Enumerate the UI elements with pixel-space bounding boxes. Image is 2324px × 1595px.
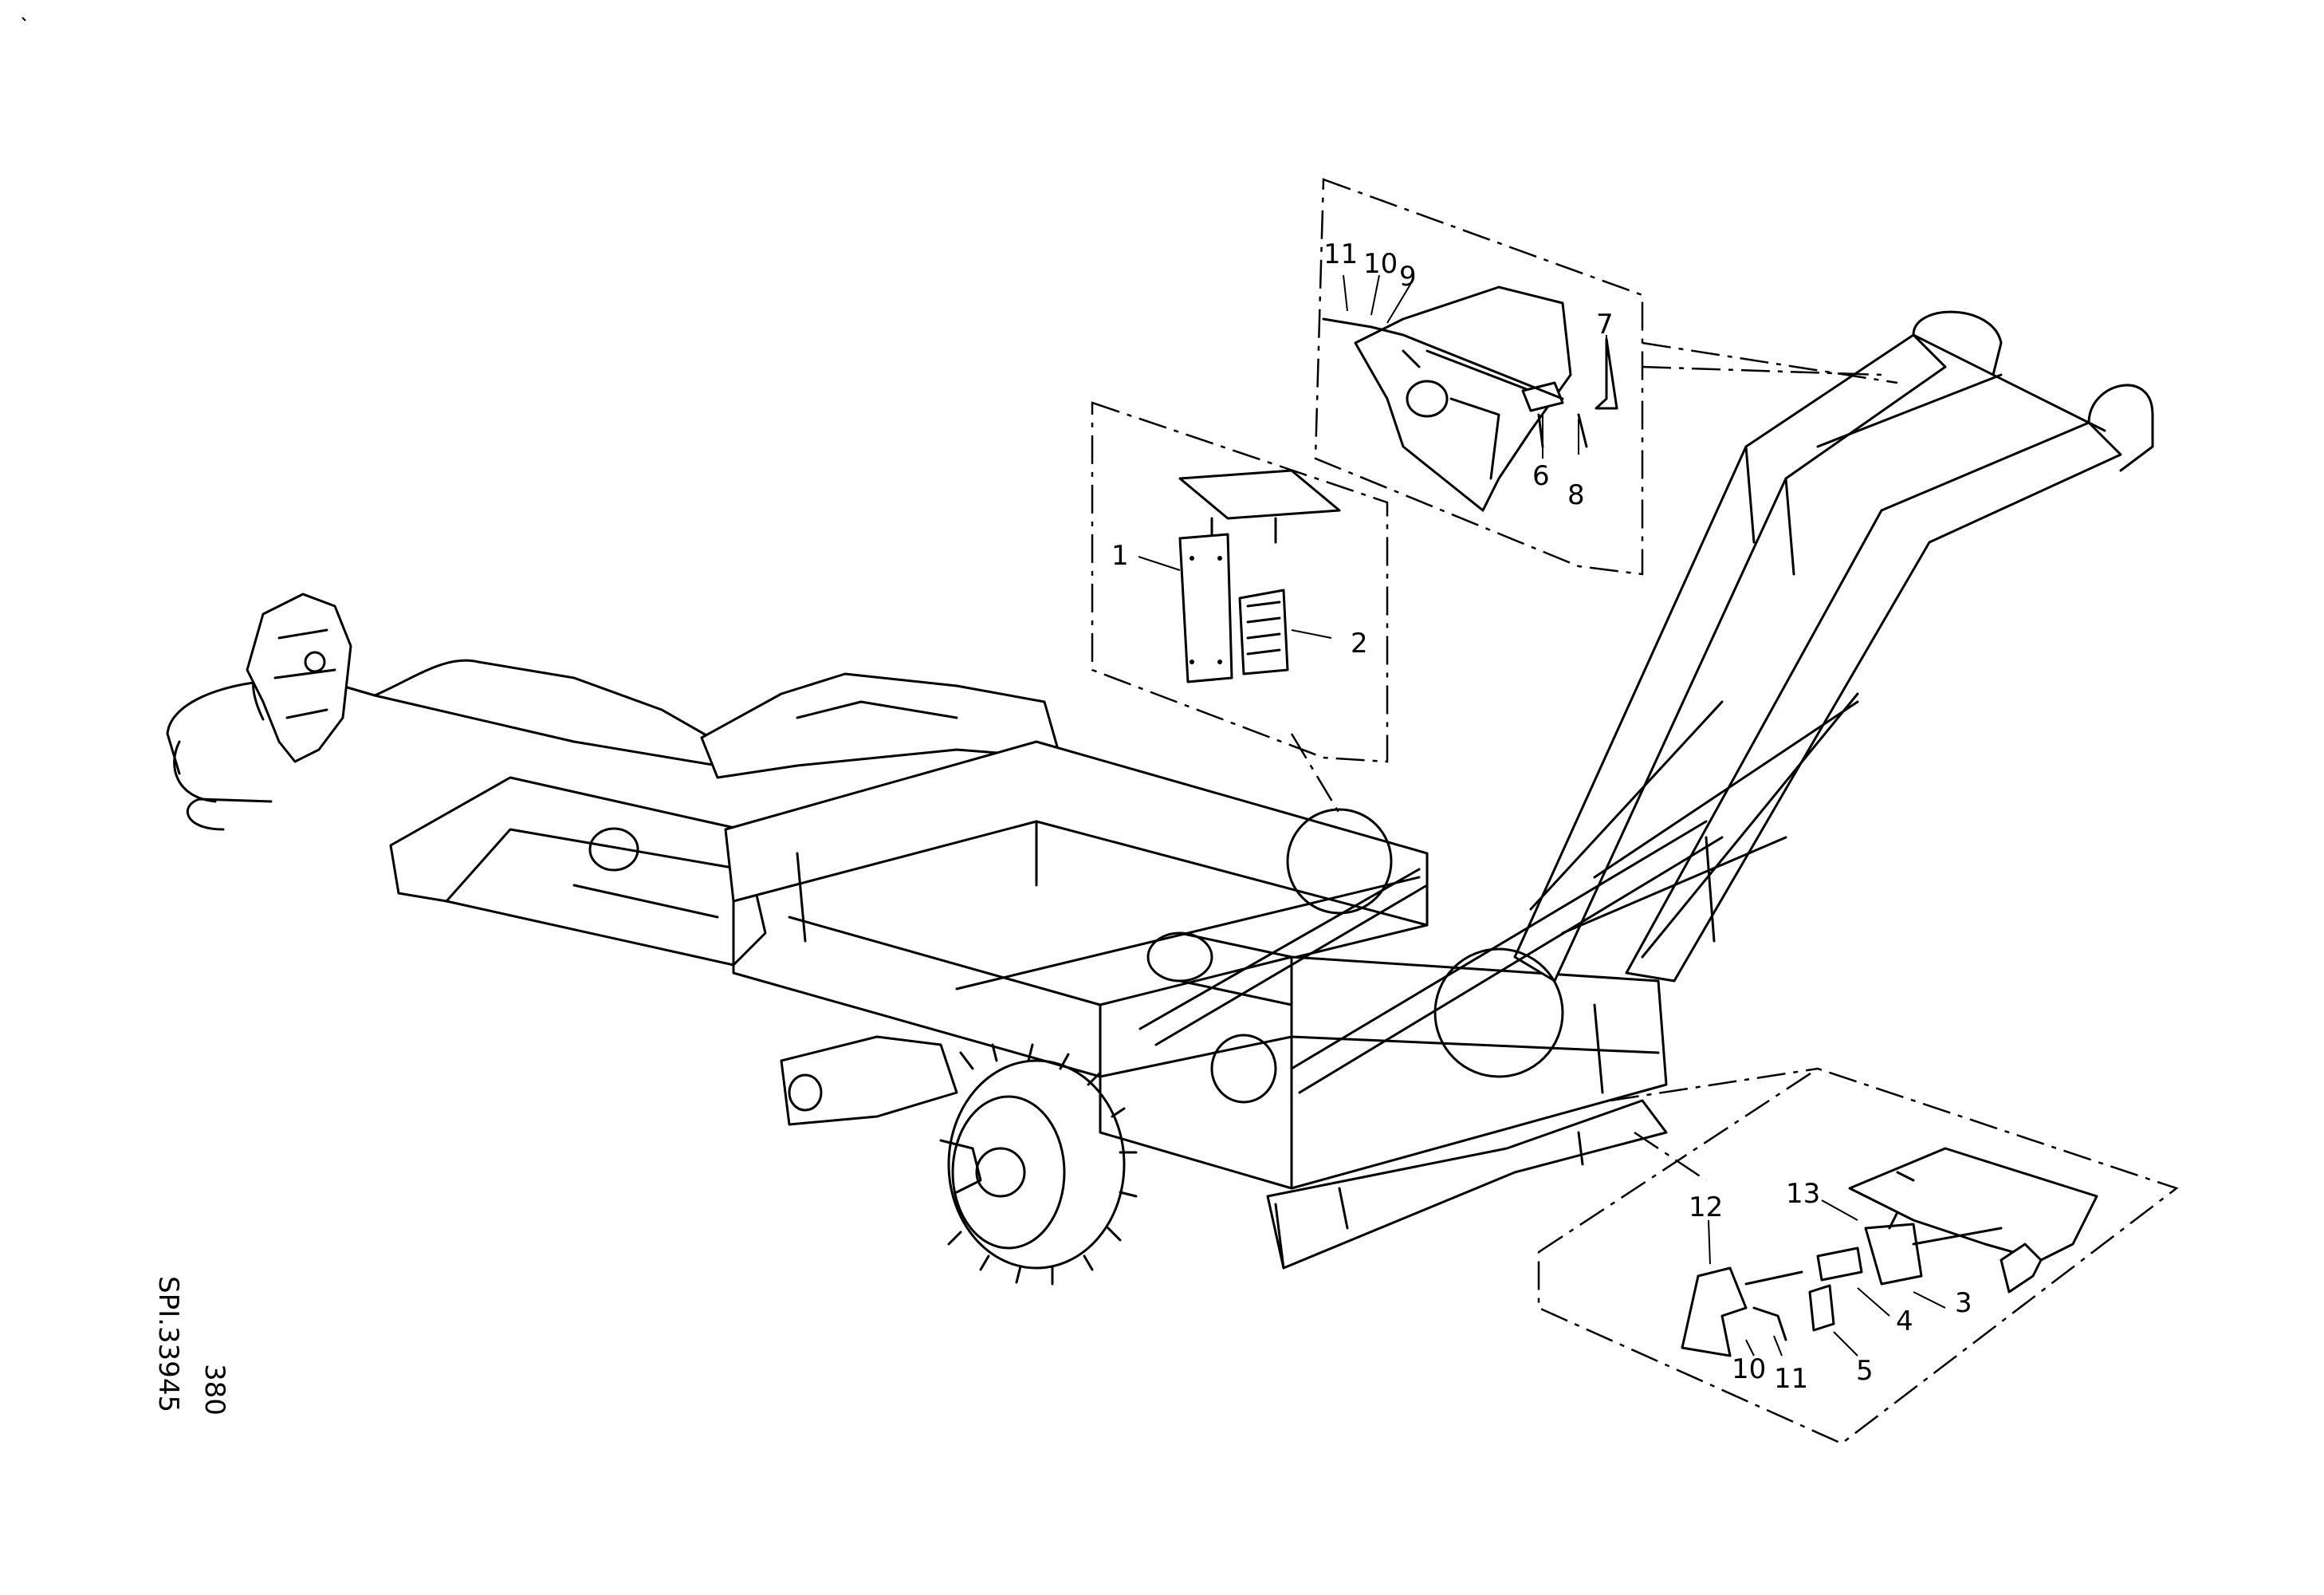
figure-reference: SPI.33945 bbox=[152, 1276, 184, 1412]
detail-box-bottom bbox=[1537, 1067, 2179, 1445]
callout-6-top: 6 bbox=[1532, 460, 1550, 492]
callout-13-bottom: 13 bbox=[1786, 1178, 1820, 1210]
callout-11-bottom: 11 bbox=[1774, 1363, 1808, 1395]
callout-12-bottom: 12 bbox=[1689, 1191, 1723, 1223]
detail-box-mid bbox=[1091, 401, 1389, 814]
callout-1-mid: 1 bbox=[1111, 540, 1129, 572]
detail-box-top bbox=[1314, 178, 1898, 576]
leader-lines bbox=[1138, 274, 1946, 1357]
page-number: 380 bbox=[199, 1364, 230, 1416]
callout-11-top: 11 bbox=[1323, 238, 1358, 270]
machine-frame bbox=[166, 310, 2154, 1286]
callout-2-mid: 2 bbox=[1351, 628, 1368, 660]
detail-circle-a bbox=[1286, 808, 1393, 915]
callout-10-bottom: 10 bbox=[1732, 1353, 1766, 1385]
detail-circle-b bbox=[1433, 947, 1564, 1078]
callout-8-top: 8 bbox=[1567, 479, 1585, 511]
corner-mark bbox=[22, 17, 26, 22]
callout-5-bottom: 5 bbox=[1856, 1355, 1874, 1387]
callout-4-bottom: 4 bbox=[1896, 1306, 1913, 1337]
callout-7-top: 7 bbox=[1596, 309, 1614, 341]
callout-9-top: 9 bbox=[1399, 261, 1417, 293]
callout-10-top: 10 bbox=[1363, 248, 1398, 280]
callout-3-bottom: 3 bbox=[1955, 1287, 1972, 1319]
